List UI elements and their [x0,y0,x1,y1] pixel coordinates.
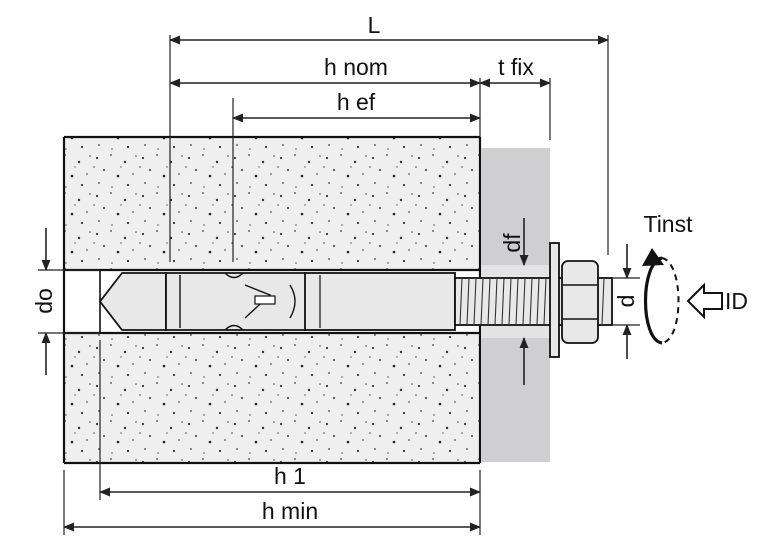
label-L: L [368,12,381,38]
label-h-nom: h nom [324,54,388,80]
insertion-direction-arrow-icon [686,282,723,320]
concrete-upper-block [64,137,480,270]
anchor-shank [304,272,456,331]
dimension-labels: L h nom t fix h ef Tinst df do d ID h 1 … [31,12,748,524]
dimension-lines [41,35,632,532]
expansion-sleeve [165,272,310,331]
label-do: do [31,288,57,314]
anchor-bolt [98,242,613,358]
washer [549,242,560,358]
label-t-fix: t fix [498,54,534,80]
tightening-torque-arrow-icon [642,248,680,345]
label-df: df [499,233,525,253]
label-h-min: h min [262,498,318,524]
label-tinst: Tinst [644,211,694,237]
hex-nut [561,260,599,344]
concrete-lower-block [64,333,480,463]
label-h1: h 1 [274,463,306,489]
label-d: d [613,295,639,308]
label-h-ef: h ef [337,89,376,115]
anchor-cone-tip [98,272,167,331]
label-id: ID [725,288,748,314]
